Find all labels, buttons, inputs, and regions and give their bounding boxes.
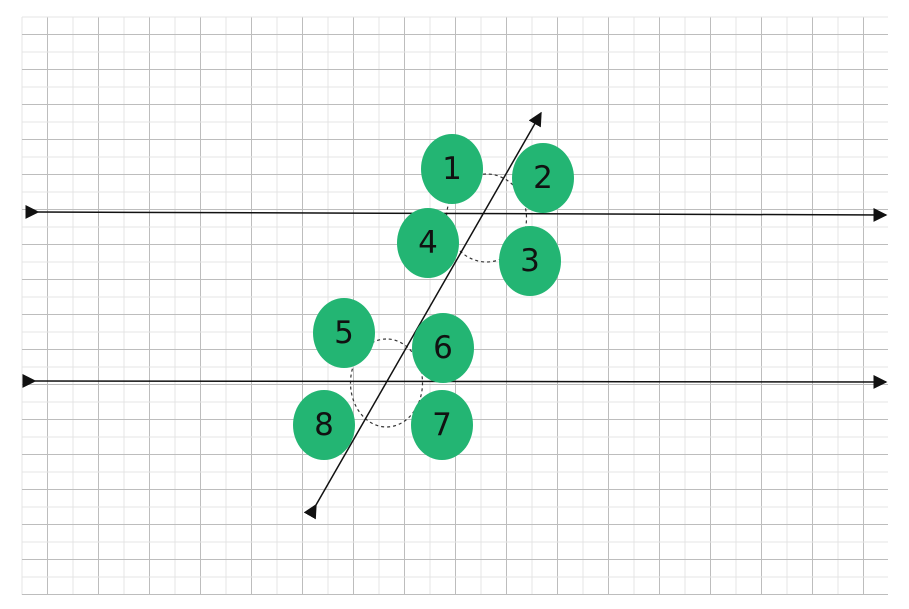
angle-marker-4-circle <box>397 208 459 278</box>
angle-marker-1: 1 <box>421 134 483 204</box>
angle-label-4: 4 <box>418 225 438 261</box>
angle-label-5: 5 <box>334 315 354 351</box>
angle-marker-4: 4 <box>397 208 459 278</box>
angle-label-1: 1 <box>442 151 462 187</box>
angle-marker-1-circle <box>421 134 483 204</box>
angle-marker-5: 5 <box>313 298 375 368</box>
angle-marker-3-circle <box>499 226 561 296</box>
lower-parallel-line <box>22 373 888 389</box>
angle-marker-7: 7 <box>411 390 473 460</box>
angle-marker-5-circle <box>313 298 375 368</box>
angle-marker-2: 2 <box>512 143 574 213</box>
angle-label-8: 8 <box>314 407 334 443</box>
angle-label-6: 6 <box>433 330 453 366</box>
angle-marker-8-circle <box>293 390 355 460</box>
angle-marker-6: 6 <box>412 313 474 383</box>
angle-markers: 1 2 3 4 5 6 7 8 <box>293 134 574 460</box>
transversal-line <box>303 111 542 520</box>
angle-marker-8: 8 <box>293 390 355 460</box>
angle-marker-3: 3 <box>499 226 561 296</box>
angle-marker-6-circle <box>412 313 474 383</box>
angle-label-3: 3 <box>520 243 540 279</box>
angle-label-2: 2 <box>533 160 553 196</box>
angle-marker-7-circle <box>411 390 473 460</box>
angle-label-7: 7 <box>432 407 452 443</box>
lines <box>22 111 888 520</box>
angle-marker-2-circle <box>512 143 574 213</box>
